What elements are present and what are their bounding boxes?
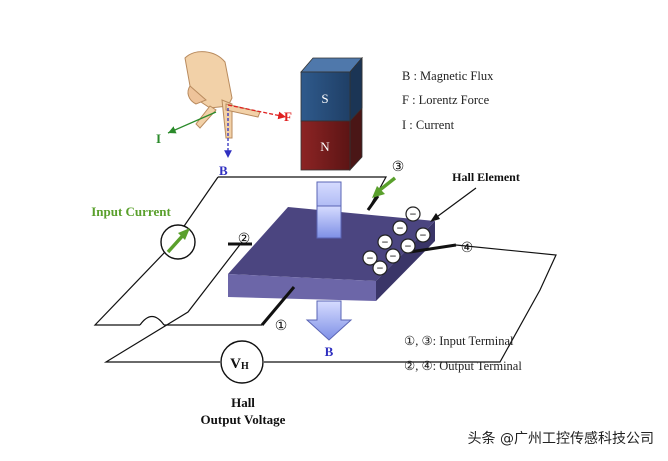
output-terminal-note: ②, ④: Output Terminal xyxy=(404,359,522,373)
watermark: 头条 @广州工控传感科技公司 xyxy=(468,430,654,447)
electron-sign: − xyxy=(410,207,417,221)
flux-arrow-through xyxy=(316,205,342,239)
circuit-wires xyxy=(93,176,557,363)
terminal-4-tab xyxy=(409,243,457,254)
magnet-s-label: S xyxy=(321,91,328,106)
wire-terminal-3 xyxy=(218,176,388,211)
electron-sign: − xyxy=(405,239,412,253)
wire-terminal-4 xyxy=(264,244,557,363)
electron-4 xyxy=(362,250,378,266)
current-axis-arrow xyxy=(167,111,217,134)
magnet xyxy=(300,56,363,172)
current-axis-label: I xyxy=(156,131,161,146)
input-current-label: Input Current xyxy=(91,204,171,219)
force-axis-label: F xyxy=(284,109,292,124)
terminal-1-tab xyxy=(260,286,296,326)
electron-7 xyxy=(385,248,401,264)
current-in-arrowhead xyxy=(372,186,385,198)
legend-lorentz-force: F : Lorentz Force xyxy=(402,93,490,107)
electron-sign: − xyxy=(382,235,389,249)
terminal-3-tab xyxy=(366,195,380,211)
voltmeter xyxy=(220,340,264,384)
electron-sign: − xyxy=(397,221,404,235)
legend-magnetic-flux: B : Magnetic Flux xyxy=(402,69,494,83)
hall-output-label-line2: Output Voltage xyxy=(201,412,286,427)
flux-arrow-lower xyxy=(305,300,353,341)
electron-sign: − xyxy=(420,228,427,242)
electron-3 xyxy=(377,234,393,250)
legend-current: I : Current xyxy=(402,118,455,132)
magnet-north-pole xyxy=(300,120,351,171)
force-axis-arrow xyxy=(227,104,287,120)
hall-element-pointer-head xyxy=(430,213,440,222)
right-hand-illustration xyxy=(167,51,287,158)
terminal-2-label: ② xyxy=(238,232,251,247)
magnet-n-label: N xyxy=(320,139,330,154)
terminal-4-label: ④ xyxy=(461,241,474,256)
hall-output-label-line1: Hall xyxy=(231,395,255,410)
terminal-3-label: ③ xyxy=(392,160,405,175)
electron-sign: − xyxy=(377,261,384,275)
electron-1 xyxy=(405,206,421,222)
flux-arrow-label: B xyxy=(325,344,334,359)
voltmeter-symbol: V xyxy=(230,356,241,372)
voltmeter-subscript: H xyxy=(241,361,249,372)
electron-6 xyxy=(400,238,416,254)
electron-sign: − xyxy=(367,251,374,265)
electrons: −−−−−−−− xyxy=(362,206,431,276)
hall-element-label: Hall Element xyxy=(452,170,520,184)
input-current-source xyxy=(160,224,196,260)
electron-5 xyxy=(415,227,431,243)
terminal-1-label: ① xyxy=(275,319,288,334)
flux-axis-label: B xyxy=(219,163,228,178)
hall-element-pointer xyxy=(433,187,477,220)
electron-sign: − xyxy=(390,249,397,263)
input-terminal-note: ①, ③: Input Terminal xyxy=(404,334,514,348)
electron-8 xyxy=(372,260,388,276)
electron-2 xyxy=(392,220,408,236)
